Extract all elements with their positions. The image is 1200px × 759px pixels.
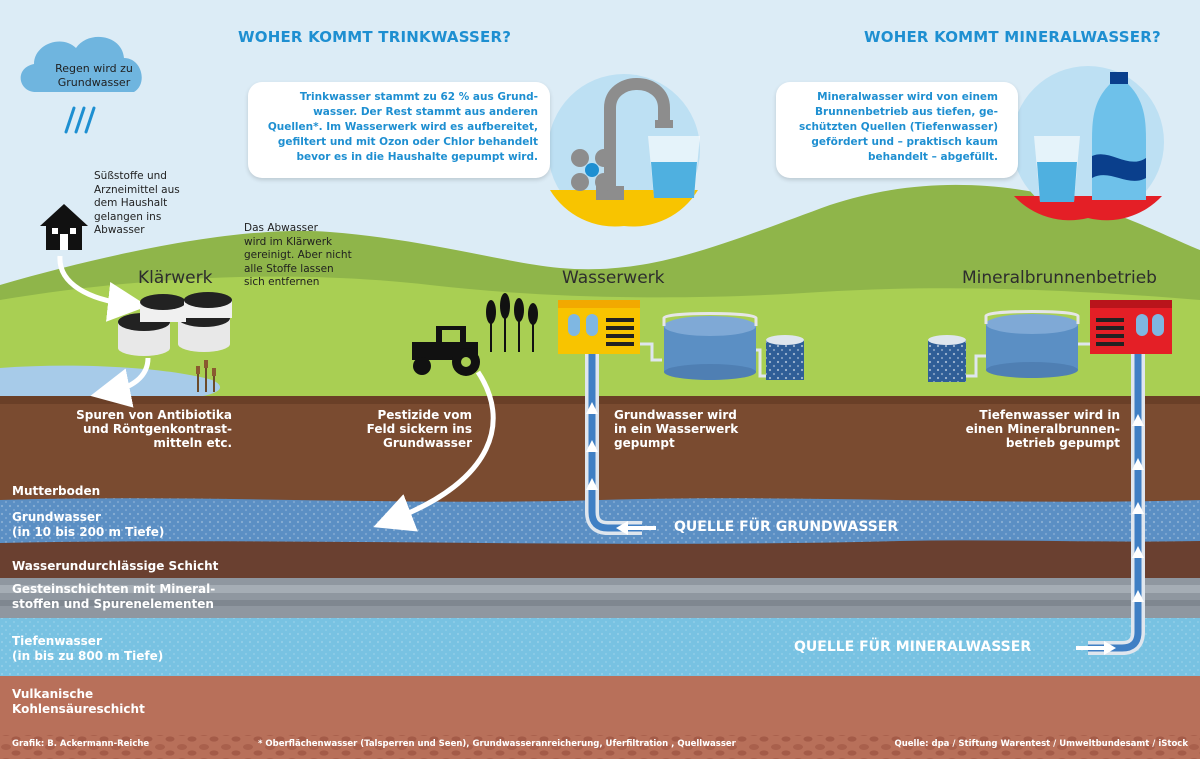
house-icon xyxy=(40,204,88,250)
wastewater-note: Das Abwasser wird im Klärwerk gereinigt.… xyxy=(244,222,352,288)
household-note: Süßstoffe und Arzneimittel aus dem Haush… xyxy=(94,170,180,236)
heading-mineralwasser: WOHER KOMMT MINERALWASSER? xyxy=(864,28,1161,46)
note-antibiotika: Spuren von Antibiotika und Röntgenkontra… xyxy=(76,408,232,450)
infobox-mineralwasser-text: Mineralwasser wird von einem Brunnenbetr… xyxy=(798,91,998,163)
flow-arrow-icon xyxy=(57,255,148,322)
storage-tank-icon xyxy=(662,312,758,380)
place-wasserwerk: Wasserwerk xyxy=(562,268,665,288)
label-quelle-mineralwasser: QUELLE FÜR MINERALWASSER xyxy=(794,639,1032,655)
label-mutterboden: Mutterboden xyxy=(12,484,101,498)
label-quelle-grundwasser: QUELLE FÜR GRUNDWASSER xyxy=(674,519,899,535)
deep-water-pipe xyxy=(1088,354,1145,655)
mineral-plant-building-icon xyxy=(1090,300,1172,354)
storage-tank-icon xyxy=(984,310,1080,378)
water-glass-icon xyxy=(1034,136,1080,202)
layer-wasserundurchlaessig xyxy=(0,540,1200,580)
wheat-icon xyxy=(486,293,538,352)
water-glass-icon xyxy=(648,136,700,198)
note-grundwasser-pump: Grundwasser wird in ein Wasserwerk gepum… xyxy=(614,408,739,450)
layer-mutterboden xyxy=(0,396,1200,506)
footer-source: Quelle: dpa / Stiftung Warentest / Umwel… xyxy=(894,739,1188,749)
footer-footnote: * Oberflächenwasser (Talsperren und Seen… xyxy=(258,739,736,749)
place-klaerwerk: Klärwerk xyxy=(138,268,213,288)
filter-tank-icon xyxy=(928,335,966,382)
clarifier-tanks-icon xyxy=(118,292,232,356)
infobox-mineralwasser xyxy=(776,82,1018,178)
note-pestizide: Pestizide vom Feld sickern ins Grundwass… xyxy=(366,408,472,450)
groundwater-pipe xyxy=(585,354,642,535)
filter-tank-icon xyxy=(766,335,804,380)
label-wasserundurchlaessig: Wasserundurchlässige Schicht xyxy=(12,559,219,573)
footer-credit: Grafik: B. Ackermann-Reiche xyxy=(12,739,150,749)
label-gestein: Gesteinschichten mit Mineral-stoffen und… xyxy=(12,582,216,611)
tractor-icon xyxy=(412,326,480,376)
rain-cloud-icon xyxy=(20,36,142,134)
water-works-building-icon xyxy=(558,300,640,354)
place-mineralbrunnen: Mineralbrunnenbetrieb xyxy=(962,268,1157,288)
label-tiefenwasser: Tiefenwasser(in bis zu 800 m Tiefe) xyxy=(12,634,164,663)
note-tiefenwasser-pump: Tiefenwasser wird in einen Mineralbrunne… xyxy=(965,408,1120,450)
infobox-trinkwasser xyxy=(248,82,550,178)
infobox-trinkwasser-text: Trinkwasser stammt zu 62 % aus Grund- wa… xyxy=(267,91,538,163)
layer-gestein xyxy=(0,578,1200,618)
label-grundwasser: Grundwasser(in 10 bis 200 m Tiefe) xyxy=(12,510,165,539)
heading-trinkwasser: WOHER KOMMT TRINKWASSER? xyxy=(238,28,512,46)
